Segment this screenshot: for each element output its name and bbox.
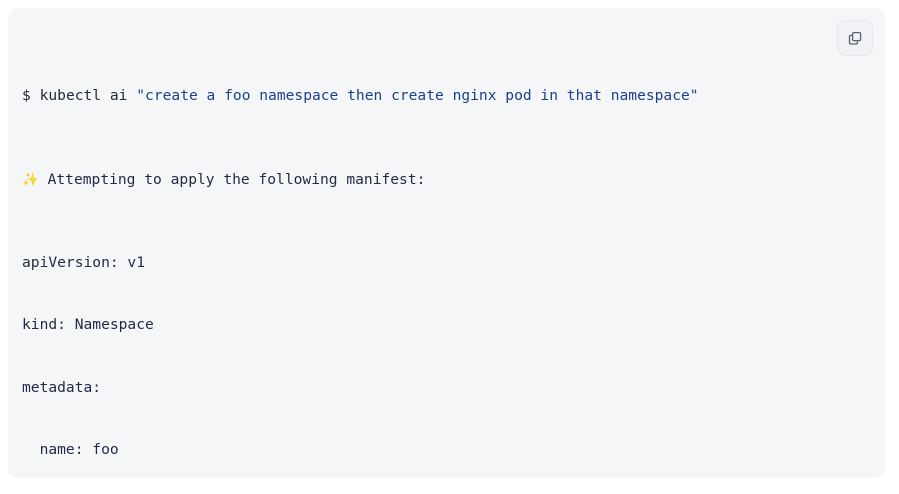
copy-icon	[847, 30, 863, 46]
terminal-text: $ kubectl ai "create a foo namespace the…	[22, 24, 871, 478]
terminal-output-card: $ kubectl ai "create a foo namespace the…	[8, 8, 885, 478]
status-line: ✨ Attempting to apply the following mani…	[22, 170, 871, 191]
sparkles-icon: ✨	[22, 171, 39, 188]
prompt-symbol: $	[22, 87, 31, 105]
prompt-space	[31, 87, 40, 104]
status-gap	[39, 171, 48, 188]
manifest-line: metadata:	[22, 378, 871, 399]
manifest-line: kind: Namespace	[22, 315, 871, 336]
manifest-line: apiVersion: v1	[22, 253, 871, 274]
prompt-argument: "create a foo namespace then create ngin…	[136, 87, 699, 105]
prompt-command: kubectl ai	[39, 87, 128, 105]
manifest-line: name: foo	[22, 440, 871, 461]
manifest-text: apiVersion: v1	[22, 253, 146, 271]
copy-button[interactable]	[837, 20, 873, 56]
prompt-line: $ kubectl ai "create a foo namespace the…	[22, 86, 871, 107]
manifest-text: metadata:	[22, 378, 102, 396]
manifest-text: kind: Namespace	[22, 316, 154, 334]
prompt-gap	[127, 87, 136, 104]
status-text: Attempting to apply the following manife…	[47, 170, 426, 188]
manifest-text: name: foo	[22, 440, 119, 458]
